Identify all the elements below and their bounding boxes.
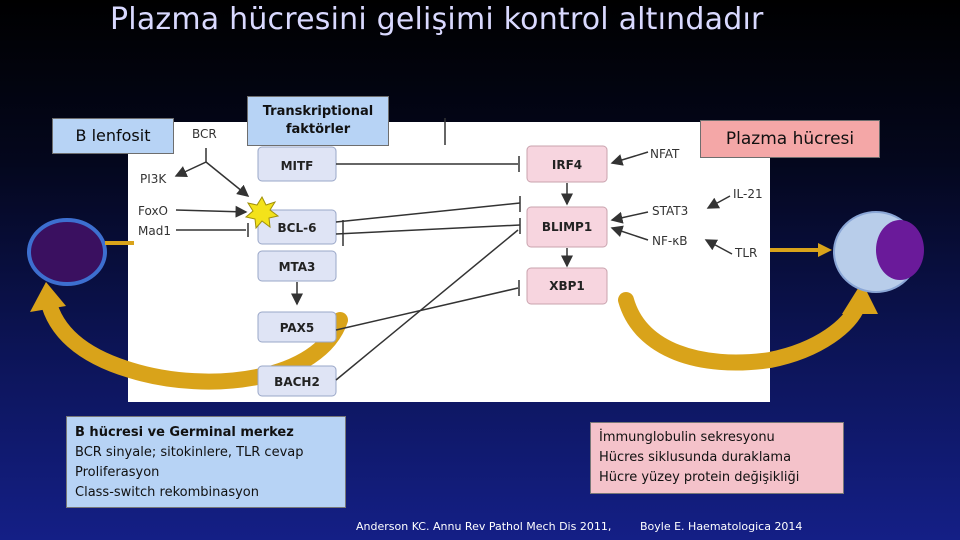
signal-mad1: Mad1 [138,224,171,238]
info-box-b-cell: B hücresi ve Germinal merkez BCR sinyale… [66,416,346,508]
factor-xbp1: XBP1 [549,279,585,293]
b-lenfosit-label: B lenfosit [52,118,174,154]
info-left-heading: B hücresi ve Germinal merkez [75,423,337,443]
info-left-line-1: BCR sinyale; sitokinlere, TLR cevap [75,443,337,463]
right-curved-arrow [626,300,858,363]
factor-mitf: MITF [281,159,314,173]
tf-label-line1: Transkriptional [248,103,388,121]
signal-pi3k: PI3K [140,172,167,186]
left-curved-arrow-head [30,282,66,312]
tf-label-line2: faktörler [248,121,388,139]
signal-bcr: BCR [192,127,217,141]
info-left-line-2: Proliferasyon [75,463,337,483]
factor-irf4: IRF4 [552,158,582,172]
signal-tlr: TLR [734,246,757,260]
signal-nfat: NFAT [650,147,680,161]
signal-nfkb: NF-κB [652,234,688,248]
plasma-cell-nucleus [876,220,924,280]
info-right-line-2: Hücres siklusunda duraklama [599,448,835,468]
reference-anderson: Anderson KC. Annu Rev Pathol Mech Dis 20… [356,520,611,533]
factor-blimp1: BLIMP1 [542,220,592,234]
factor-bcl6: BCL-6 [278,221,317,235]
signal-foxo: FoxO [138,204,168,218]
factor-bach2: BACH2 [274,375,320,389]
plazma-hucresi-label: Plazma hücresi [700,120,880,158]
signal-il21: IL-21 [733,187,763,201]
info-left-line-3: Class-switch rekombinasyon [75,483,337,503]
info-right-line-1: İmmunglobulin sekresyonu [599,428,835,448]
b-cell [29,220,105,284]
factor-mta3: MTA3 [279,260,316,274]
transkriptional-faktorler-label: Transkriptional faktörler [247,96,389,146]
info-box-plasma: İmmunglobulin sekresyonu Hücres siklusun… [590,422,844,494]
info-right-line-3: Hücre yüzey protein değişikliği [599,468,835,488]
signal-stat3: STAT3 [652,204,688,218]
reference-boyle: Boyle E. Haematologica 2014 [640,520,802,533]
factor-pax5: PAX5 [280,321,315,335]
plasma-arrow-head [818,243,832,257]
